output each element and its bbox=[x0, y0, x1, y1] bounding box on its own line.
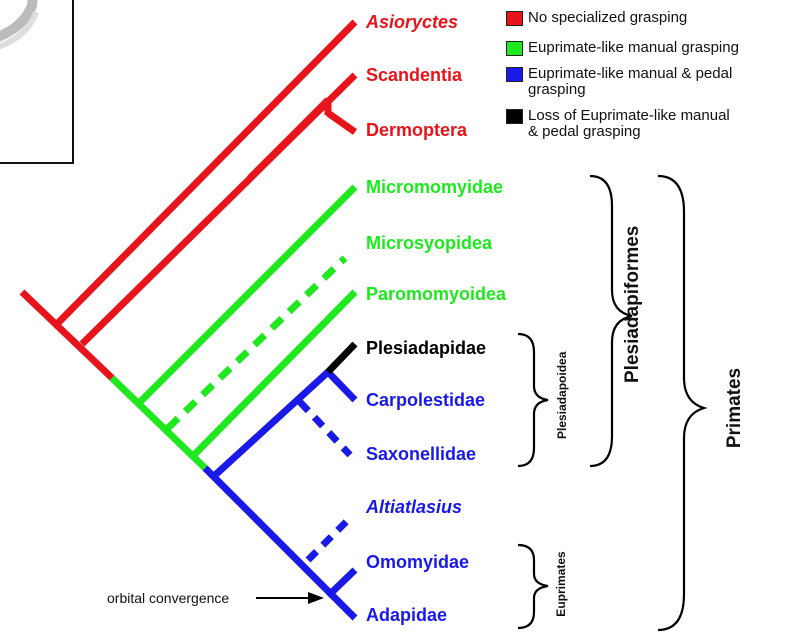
legend-label-green: Euprimate-like manual grasping bbox=[528, 40, 802, 56]
orbital-convergence-arrow bbox=[256, 592, 324, 604]
taxon-label: Asioryctes bbox=[366, 12, 458, 32]
orbital-convergence-label: orbital convergence bbox=[107, 590, 229, 606]
legend-label-blue: Euprimate-like manual & pedal grasping bbox=[528, 66, 802, 98]
branch-micromomyidae bbox=[140, 187, 355, 402]
branch-root-stem bbox=[22, 292, 112, 378]
branch-saxonellidae-dashed bbox=[300, 402, 350, 455]
taxon-label: Microsyopidea bbox=[366, 233, 492, 253]
group-label-primates: Primates bbox=[723, 363, 747, 453]
black-branches bbox=[328, 344, 355, 372]
taxon-label: Plesiadapidae bbox=[366, 338, 486, 358]
group-label-plesiadapoidea: Plesiadapoidea bbox=[554, 359, 570, 439]
blue-branches bbox=[205, 372, 355, 618]
legend-label-black: Loss of Euprimate-like manual & pedal gr… bbox=[528, 108, 802, 140]
euprimates-brace bbox=[518, 545, 548, 628]
branch-plesiadapoid-stem bbox=[213, 372, 328, 477]
legend-swatch-blue bbox=[506, 67, 523, 82]
primates-brace bbox=[658, 176, 704, 630]
taxon-label: Altiatlasius bbox=[366, 497, 462, 517]
branch-carpolestidae bbox=[328, 372, 355, 400]
legend-label-red: No specialized grasping bbox=[528, 10, 802, 26]
group-label-plesiadapiformes: Plesiadapiformes bbox=[621, 253, 645, 383]
branch-dermoptera bbox=[328, 113, 355, 132]
red-branches bbox=[22, 22, 355, 378]
taxon-label: Adapidae bbox=[366, 605, 447, 625]
taxon-label: Dermoptera bbox=[366, 120, 467, 140]
branch-omomyidae bbox=[328, 570, 355, 596]
taxon-label: Micromomyidae bbox=[366, 177, 503, 197]
taxon-label: Scandentia bbox=[366, 65, 462, 85]
plesiadapoidea-brace bbox=[518, 334, 548, 466]
group-label-euprimates: Euprimates bbox=[553, 549, 569, 619]
legend-swatch-red bbox=[506, 11, 523, 26]
branch-green-stem bbox=[112, 378, 205, 468]
legend-swatch-green bbox=[506, 41, 523, 56]
branch-asioryctes bbox=[58, 22, 355, 323]
taxon-label: Saxonellidae bbox=[366, 444, 476, 464]
branch-plesiadapidae bbox=[328, 344, 355, 372]
braces bbox=[518, 176, 704, 630]
legend-swatch-black bbox=[506, 109, 523, 124]
taxon-label: Omomyidae bbox=[366, 552, 469, 572]
taxon-label: Carpolestidae bbox=[366, 390, 485, 410]
taxon-label: Paromomyoidea bbox=[366, 284, 506, 304]
branch-altiatlasius-dashed bbox=[308, 518, 350, 560]
